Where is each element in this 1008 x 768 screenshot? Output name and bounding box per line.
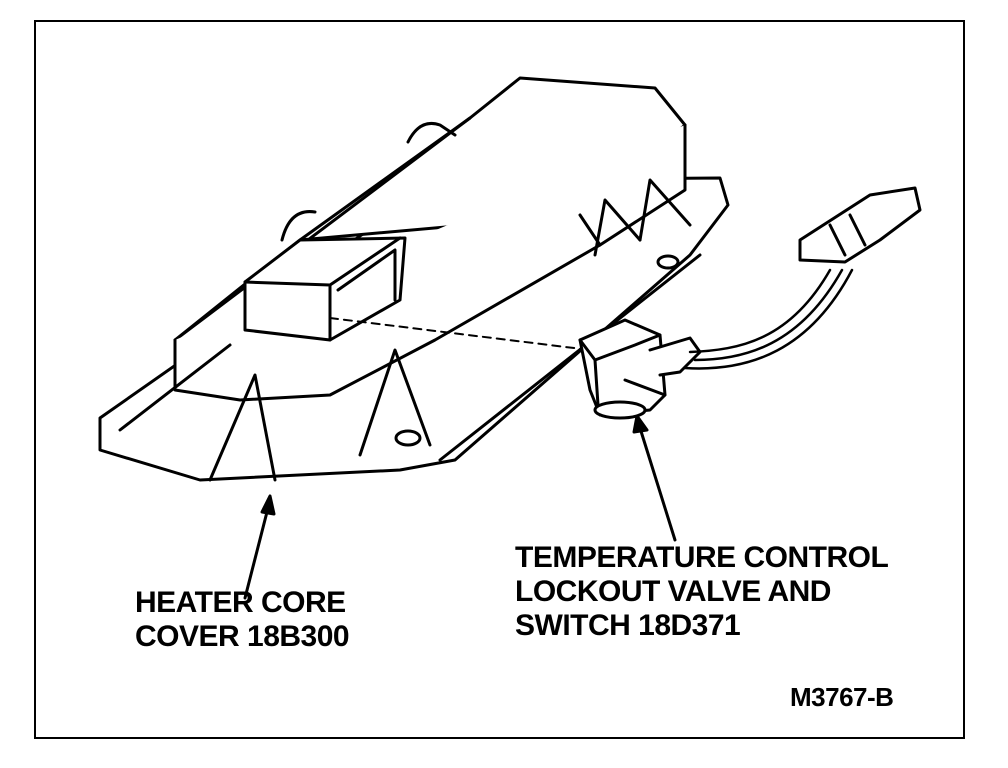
valve-body: [578, 318, 667, 417]
wire-harness: [683, 186, 922, 370]
label-line: SWITCH 18D371: [515, 609, 741, 642]
heater-core-cover-label: HEATER CORE COVER 18B300: [135, 586, 350, 654]
figure-border: [34, 20, 965, 739]
rib-far: [638, 178, 692, 242]
mount-hole: [394, 429, 422, 447]
valve-leader-line: [638, 426, 677, 542]
rib-left: [208, 373, 277, 482]
rib-front: [358, 348, 432, 457]
cover-box: [243, 236, 407, 342]
label-line: TEMPERATURE CONTROL: [515, 541, 889, 574]
connector-plug: [798, 186, 922, 264]
lockout-valve-label: TEMPERATURE CONTROL LOCKOUT VALVE AND SW…: [515, 541, 889, 643]
rib-right: [593, 198, 642, 257]
lockout-valve-switch: [578, 318, 702, 420]
figure-id: M3767-B: [790, 682, 894, 712]
heater-core-cover: [98, 76, 730, 482]
alignment-line: [329, 317, 591, 351]
heater-leader-line: [243, 506, 270, 600]
label-line: LOCKOUT VALVE AND: [515, 575, 831, 608]
heater-arrowhead: [260, 494, 276, 516]
label-line: HEATER CORE: [135, 586, 346, 619]
mount-hole: [656, 254, 680, 270]
cover-housing-top: [173, 76, 687, 342]
label-line: COVER 18B300: [135, 620, 350, 653]
valve-arrowhead: [632, 414, 649, 434]
